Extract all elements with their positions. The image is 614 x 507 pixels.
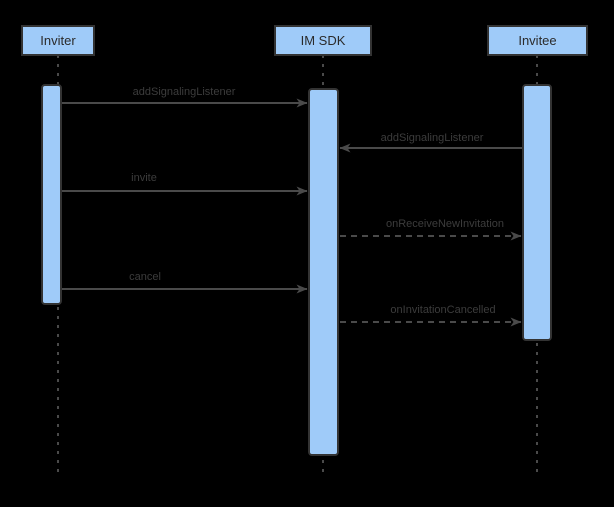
participant-box-invitee[interactable] — [487, 25, 588, 56]
participant-box-imsdk[interactable] — [274, 25, 372, 56]
participants-layer — [21, 25, 588, 56]
activations-layer — [41, 84, 552, 456]
message-label-msg-invite: invite — [131, 172, 157, 184]
activation-bar-inviter — [41, 84, 62, 305]
labels-layer: Inviter IM SDK Invitee addSignalingListener… — [40, 33, 556, 316]
activation-bar-imsdk — [308, 88, 339, 456]
participant-label-imsdk: IM SDK — [301, 33, 346, 48]
message-label-msg-on-invitation-cancelled: onInvitationCancelled — [390, 304, 495, 316]
message-label-msg-on-receive-new-invitation: onReceiveNewInvitation — [386, 218, 504, 230]
participant-box-inviter[interactable] — [21, 25, 95, 56]
lifelines-layer — [57, 55, 538, 478]
activation-bar-invitee — [522, 84, 552, 341]
participant-label-inviter: Inviter — [40, 33, 76, 48]
message-label-msg-add-signaling-listener-invitee: addSignalingListener — [381, 132, 484, 144]
participant-label-invitee: Invitee — [518, 33, 556, 48]
message-label-msg-add-signaling-listener-inviter: addSignalingListener — [133, 86, 236, 98]
messages-layer — [62, 98, 522, 327]
message-label-msg-cancel: cancel — [129, 271, 161, 283]
